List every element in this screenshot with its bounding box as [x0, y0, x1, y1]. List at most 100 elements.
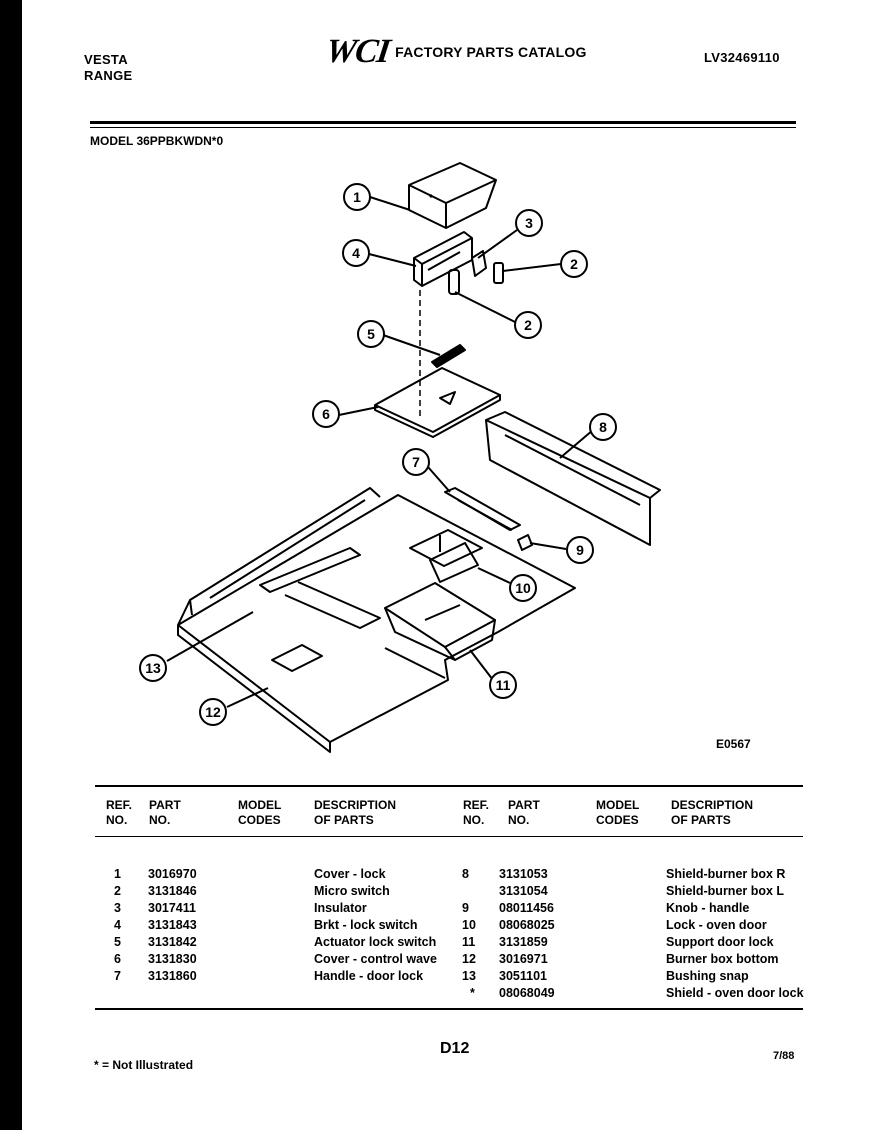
table-cell: 2 — [114, 884, 121, 898]
part-actuator — [431, 344, 466, 368]
page-number: D12 — [440, 1040, 470, 1057]
desc-column-right: Shield-burner box R Shield-burner box L … — [666, 866, 804, 1002]
table-cell: 3017411 — [148, 901, 196, 915]
table-cell: Handle - door lock — [314, 969, 424, 983]
table-cell: 10 — [462, 918, 476, 932]
table-cell: Cover - lock — [314, 867, 386, 881]
part-shield-burner-box — [485, 411, 661, 546]
callout-2: 2 — [570, 256, 578, 272]
table-cell: Lock - oven door — [666, 918, 767, 932]
header-description-right: DESCRIPTION OF PARTS — [671, 798, 754, 827]
table-cell: 3131846 — [148, 884, 197, 898]
table-cell: Shield - oven door lock — [666, 986, 804, 1000]
desc-column-left: Cover - lock Micro switch Insulator Brkt… — [314, 866, 437, 985]
table-cell: 11 — [462, 935, 476, 949]
table-cell: 08068025 — [499, 918, 555, 932]
table-cell: Actuator lock switch — [314, 935, 437, 949]
callout-2b: 2 — [524, 317, 532, 333]
table-cell: 3131842 — [148, 935, 197, 949]
callout-12: 12 — [205, 704, 221, 720]
part-support-door-lock — [384, 582, 496, 661]
table-cell: 08068049 — [499, 986, 555, 1000]
header-part-no-right: PART NO. — [508, 798, 540, 827]
table-cell: Brkt - lock switch — [314, 918, 418, 932]
callout-4: 4 — [352, 245, 360, 261]
catalog-number: LV32469110 — [704, 50, 780, 65]
table-cell: 7 — [114, 969, 121, 983]
table-cell: 5 — [114, 935, 121, 949]
product-type: RANGE — [84, 68, 133, 83]
table-cell: 3016971 — [499, 952, 548, 966]
header-ref-no-right: REF. NO. — [463, 798, 490, 827]
callout-7: 7 — [412, 454, 420, 470]
table-cell: 3131860 — [148, 969, 197, 983]
header-part-no: PART NO. — [149, 798, 181, 827]
header-model-codes: MODEL CODES — [238, 798, 282, 827]
table-cell: 3 — [114, 901, 121, 915]
table-cell: 3051101 — [499, 969, 547, 983]
brand-name: VESTA — [84, 52, 128, 67]
part-insulator — [471, 250, 487, 277]
callout-1: 1 — [353, 189, 361, 205]
header-model-codes-right: MODEL CODES — [596, 798, 640, 827]
catalog-title: FACTORY PARTS CATALOG — [395, 44, 587, 60]
table-cell: 8 — [462, 867, 469, 881]
ref-column-left: 1 2 3 4 5 6 7 — [114, 866, 121, 985]
table-cell: * — [470, 986, 475, 1000]
callout-10: 10 — [515, 580, 531, 596]
table-cell: 3016970 — [148, 867, 197, 881]
table-cell: Support door lock — [666, 935, 774, 949]
exploded-parts-diagram: 1 4 3 2 2 5 6 8 7 9 10 13 11 12 — [139, 162, 661, 753]
table-cell: 3131830 — [148, 952, 197, 966]
callout-6: 6 — [322, 406, 330, 422]
part-cover-control-wave — [374, 367, 501, 438]
part-column-right: 3131053 3131054 08011456 08068025 313185… — [499, 866, 555, 1002]
header-description: DESCRIPTION OF PARTS — [314, 798, 397, 827]
table-cell: 1 — [114, 867, 121, 881]
callout-3: 3 — [525, 215, 533, 231]
figure-code: E0567 — [716, 737, 751, 751]
table-cell: 3131054 — [499, 884, 548, 898]
table-cell: 3131859 — [499, 935, 548, 949]
table-cell: Bushing snap — [666, 969, 749, 983]
table-cell: 3131843 — [148, 918, 197, 932]
catalog-page: VESTA RANGE WCI FACTORY PARTS CATALOG LV… — [22, 0, 880, 1130]
part-handle-door-lock — [444, 487, 521, 531]
callout-11: 11 — [496, 677, 511, 693]
part-micro-switch — [448, 269, 460, 295]
ref-column-right: 8 9 10 11 12 13 * — [462, 866, 476, 1002]
table-top-rule — [95, 785, 803, 787]
part-burner-box-bottom — [177, 487, 576, 753]
part-cover-lock — [408, 162, 497, 229]
table-cell — [462, 883, 476, 900]
table-cell: Insulator — [314, 901, 367, 915]
table-cell: 12 — [462, 952, 476, 966]
callout-13: 13 — [145, 660, 161, 676]
header-ref-no: REF. NO. — [106, 798, 133, 827]
revision-date: 7/88 — [773, 1050, 795, 1062]
table-cell: Cover - control wave — [314, 952, 437, 966]
part-bracket-lock-switch — [413, 231, 473, 287]
part-knob — [517, 534, 533, 551]
callout-9: 9 — [576, 542, 584, 558]
part-lock-oven-door — [409, 529, 483, 583]
table-bottom-rule — [95, 1008, 803, 1010]
footnote: * = Not Illustrated — [94, 1058, 194, 1072]
table-cell: 6 — [114, 952, 121, 966]
table-cell: Micro switch — [314, 884, 390, 898]
table-cell: 13 — [462, 969, 476, 983]
table-cell: Knob - handle — [666, 901, 750, 915]
table-cell: Shield-burner box L — [666, 884, 785, 898]
table-header-rule — [95, 836, 803, 837]
table-cell: 4 — [114, 918, 121, 932]
table-cell: 9 — [462, 901, 469, 915]
table-cell: Shield-burner box R — [666, 867, 786, 881]
header-rule-thin — [90, 127, 796, 128]
callout-5: 5 — [367, 326, 375, 342]
callout-8: 8 — [599, 419, 607, 435]
model-number: MODEL 36PPBKWDN*0 — [90, 134, 224, 148]
table-cell: 3131053 — [499, 867, 548, 881]
table-cell: Burner box bottom — [666, 952, 779, 966]
catalog-heading: WCI FACTORY PARTS CATALOG — [323, 33, 587, 71]
table-cell: 08011456 — [499, 901, 554, 915]
